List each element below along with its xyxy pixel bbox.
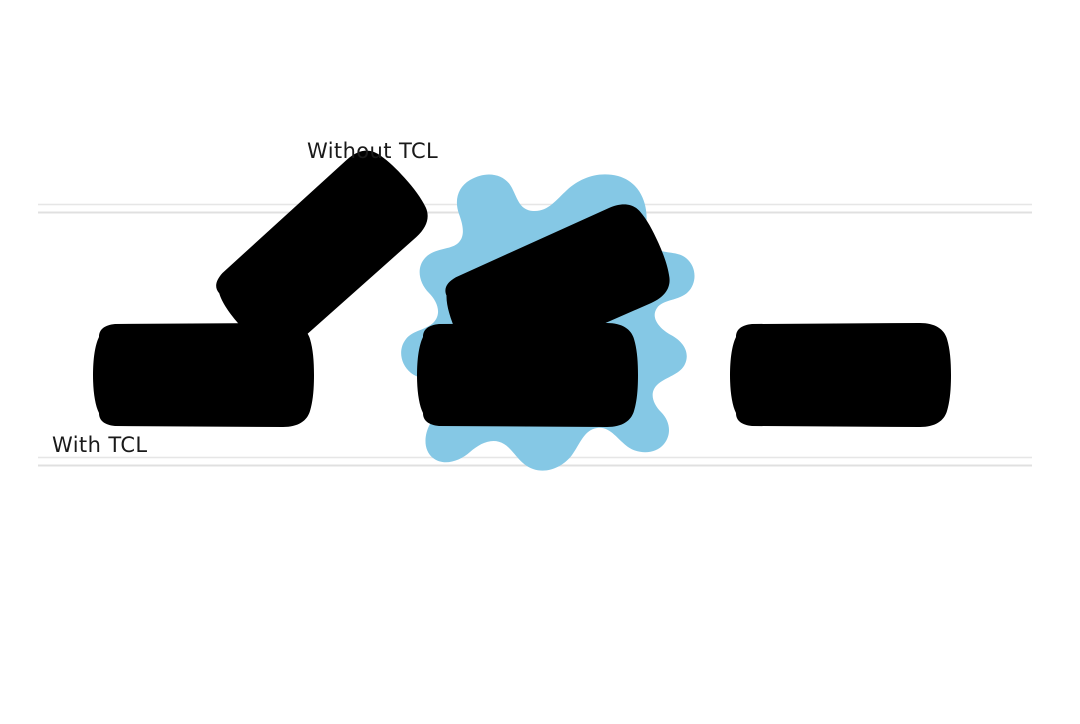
label-without-tcl: Without TCL <box>307 139 438 163</box>
car-right-white <box>728 313 951 437</box>
label-with-tcl: With TCL <box>52 433 148 457</box>
car-center-white <box>415 313 638 437</box>
car-left-white <box>91 313 314 437</box>
